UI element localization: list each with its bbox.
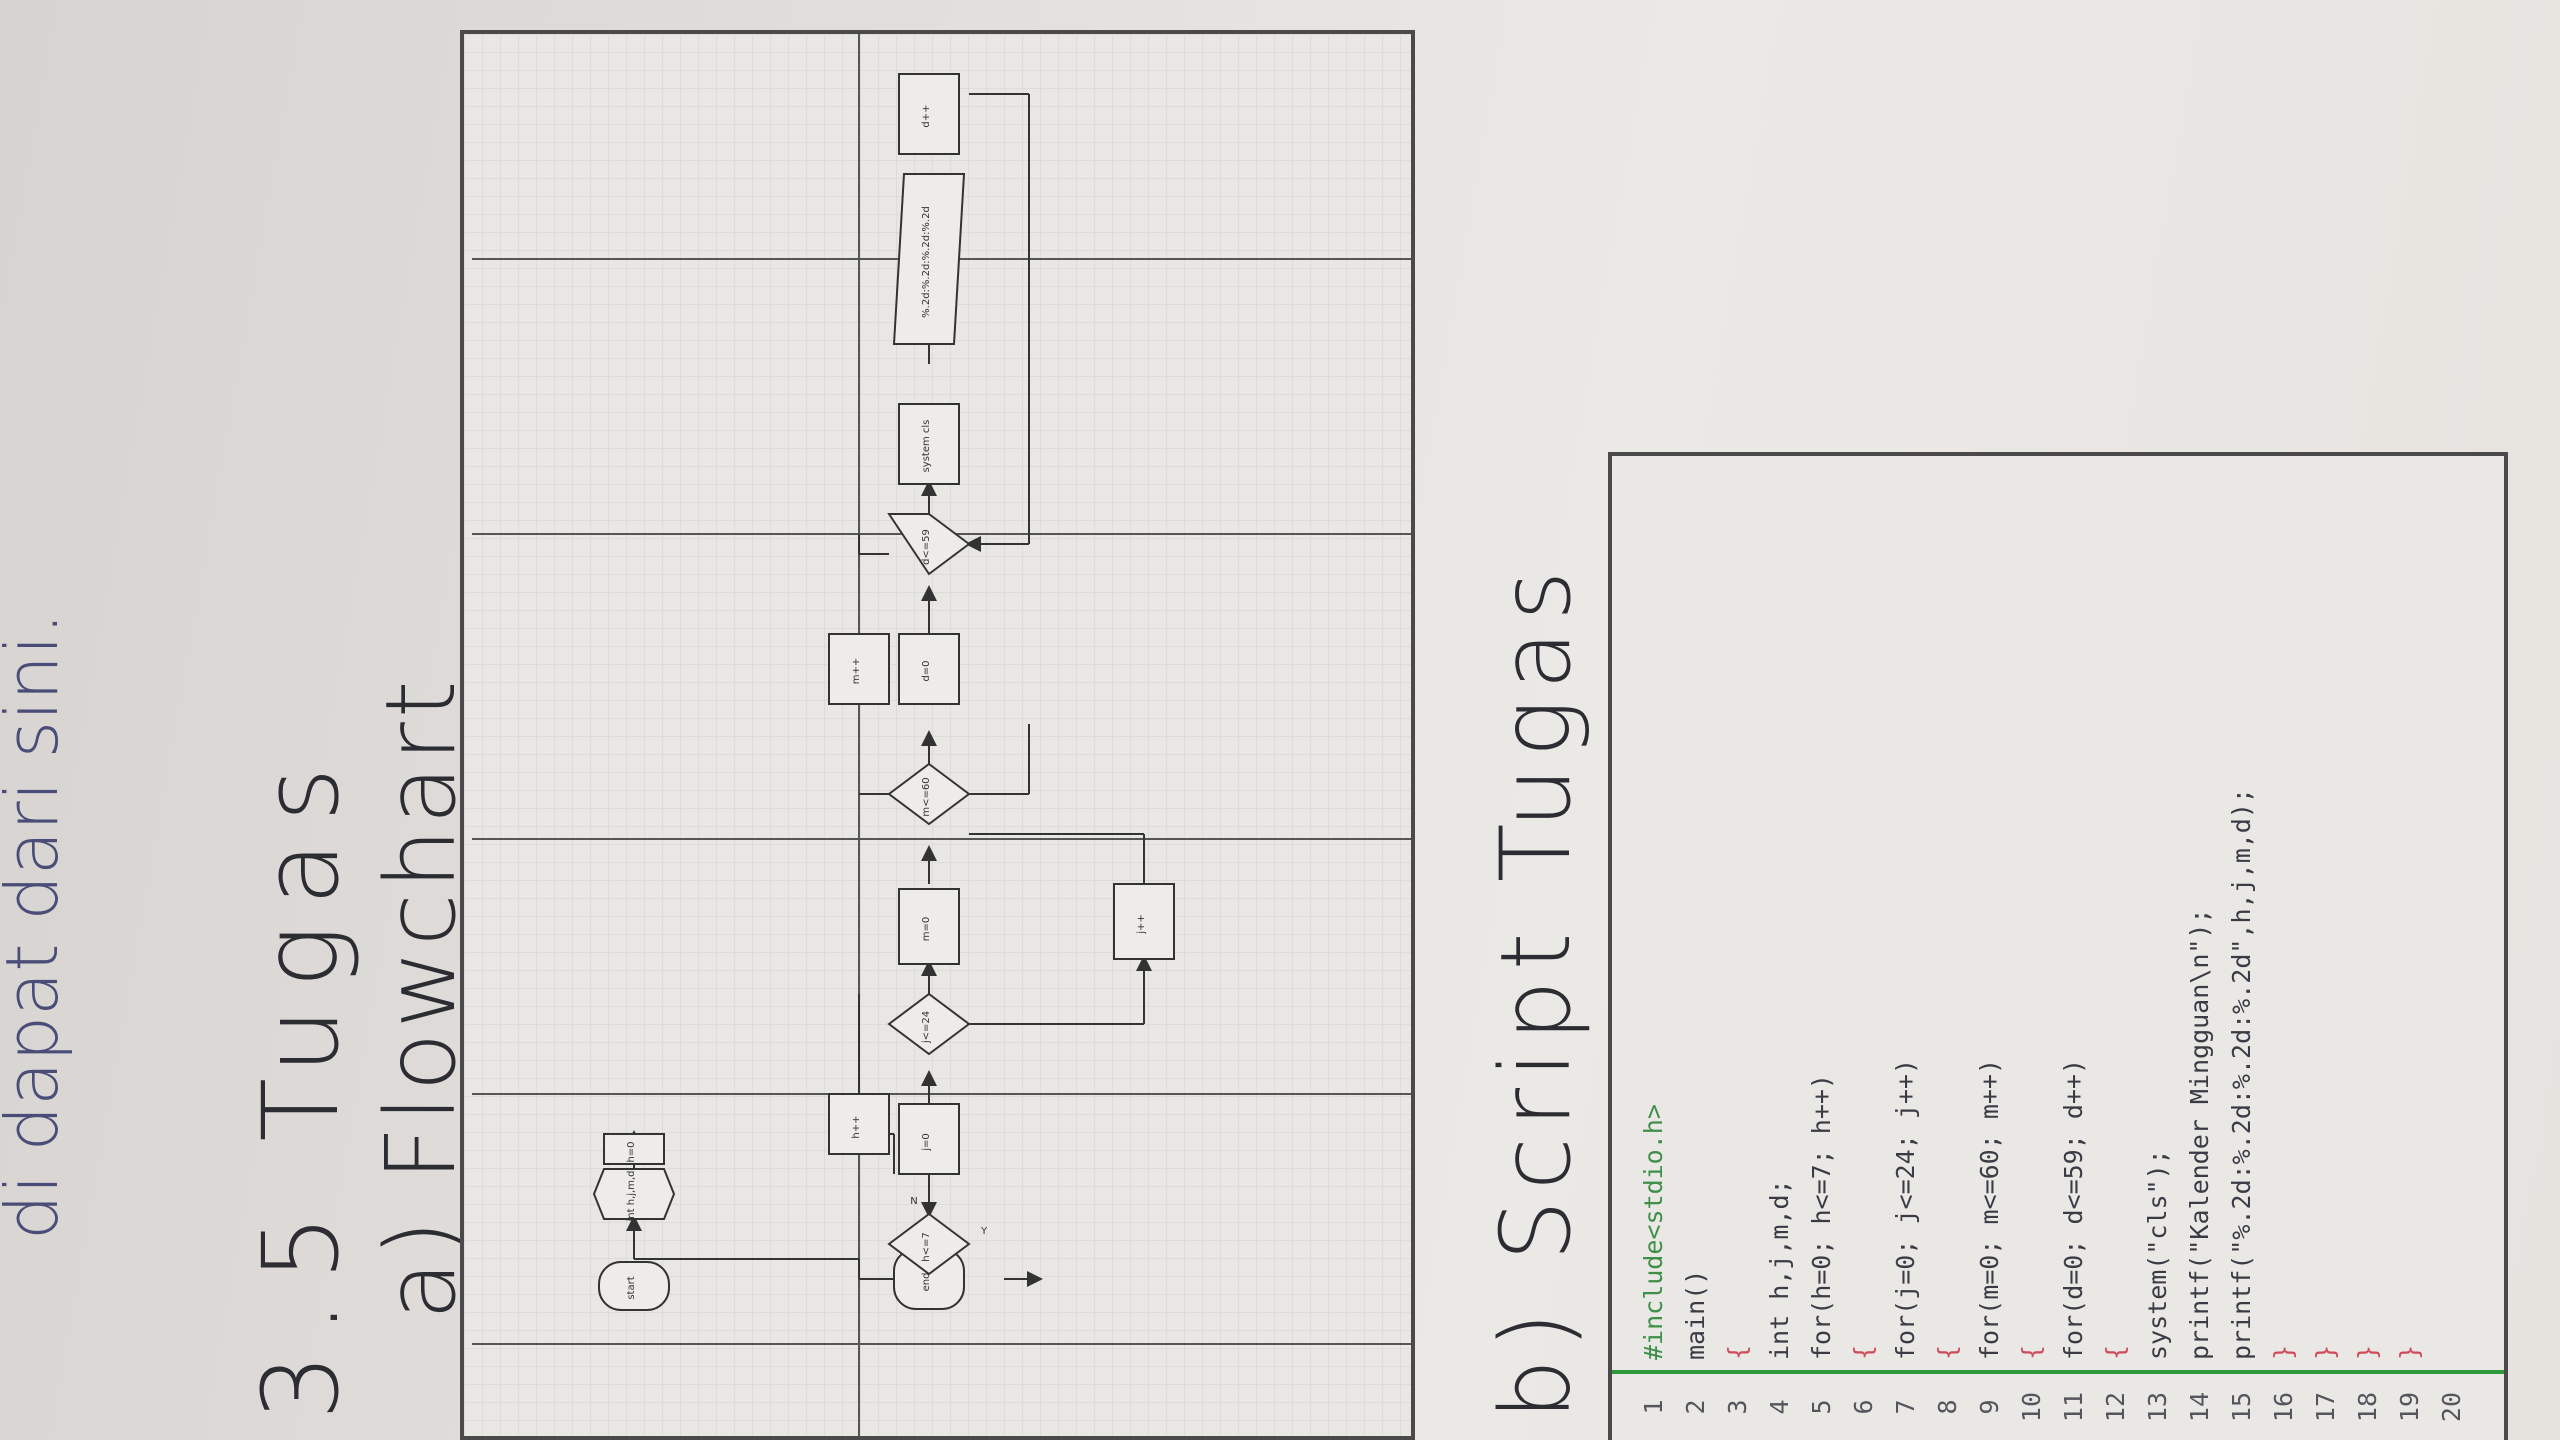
code-line: 10 { xyxy=(2010,456,2052,1440)
code-text: system("cls"); xyxy=(2142,1149,2172,1360)
previous-handwritten-line: di dapat dari sini. xyxy=(0,612,74,1240)
line-number: 1 xyxy=(1638,1399,1668,1415)
code-text: for(m=0; m<=60; m++) xyxy=(1974,1058,2004,1360)
line-number: 16 xyxy=(2268,1391,2298,1423)
flow-label-j-inc: j++ xyxy=(1136,914,1147,935)
line-number: 7 xyxy=(1890,1399,1920,1415)
line-number: 9 xyxy=(1974,1399,2004,1415)
flow-label-d-inc: d++ xyxy=(921,104,932,127)
code-line: 8{ xyxy=(1926,456,1968,1440)
code-text: main() xyxy=(1680,1269,1710,1360)
flow-label-h-init: h=0 xyxy=(626,1141,637,1162)
line-number: 17 xyxy=(2310,1391,2340,1423)
code-text: { xyxy=(1932,1344,1962,1360)
flow-label-cls: system cls xyxy=(921,420,932,473)
code-line: 9 for(m=0; m<=60; m++) xyxy=(1968,456,2010,1440)
code-line: 1 #include<stdio.h> xyxy=(1632,456,1674,1440)
line-number: 5 xyxy=(1806,1399,1836,1415)
line-number: 10 xyxy=(2016,1391,2046,1423)
code-text: } xyxy=(2268,1344,2298,1360)
code-line: 14 printf("Kalender Mingguan\n"); xyxy=(2178,456,2220,1440)
code-text: { xyxy=(2016,1344,2046,1360)
flow-edge-yes: Y xyxy=(980,1226,988,1237)
code-line: 2 main() xyxy=(1674,456,1716,1440)
code-line: 20 xyxy=(2430,456,2472,1440)
code-line: 16} xyxy=(2262,456,2304,1440)
code-line: 4 int h,j,m,d; xyxy=(1758,456,1800,1440)
code-text: { xyxy=(1722,1344,1752,1360)
line-number: 15 xyxy=(2226,1391,2256,1423)
flow-label-j-init: j=0 xyxy=(921,1133,932,1152)
line-number: 20 xyxy=(2436,1391,2466,1423)
code-line: 13 system("cls"); xyxy=(2136,456,2178,1440)
code-text: { xyxy=(2100,1344,2130,1360)
code-text: #include<stdio.h> xyxy=(1638,1104,1668,1360)
code-line: 18} xyxy=(2346,456,2388,1440)
line-number: 19 xyxy=(2394,1391,2424,1423)
code-line: 17} xyxy=(2304,456,2346,1440)
code-text: for(h=0; h<=7; h++) xyxy=(1806,1074,1836,1360)
flow-label-j-cond: j<=24 xyxy=(921,1011,932,1044)
code-line: 19} xyxy=(2388,456,2430,1440)
code-text: { xyxy=(1848,1344,1878,1360)
code-text: for(j=0; j<=24; j++) xyxy=(1890,1058,1920,1360)
line-number: 14 xyxy=(2184,1391,2214,1423)
code-text: for(d=0; d<=59; d++) xyxy=(2058,1058,2088,1360)
code-line: 5 for(h=0; h<=7; h++) xyxy=(1800,456,1842,1440)
flow-label-d-cond: d<=59 xyxy=(921,529,932,565)
line-number: 8 xyxy=(1932,1399,1962,1415)
flow-label-h-cond: h<=7 xyxy=(921,1232,932,1261)
flow-label-declare: int h,j,m,d xyxy=(626,1171,637,1222)
code-text: } xyxy=(2310,1344,2340,1360)
flow-label-print: %.2d:%.2d:%.2d:%.2d xyxy=(921,206,932,318)
flow-label-m-cond: m<=60 xyxy=(921,777,932,816)
code-text: } xyxy=(2352,1344,2382,1360)
line-number: 12 xyxy=(2100,1391,2130,1423)
code-text: printf("Kalender Mingguan\n"); xyxy=(2184,908,2214,1360)
line-number: 18 xyxy=(2352,1391,2382,1423)
code-line: 7 for(j=0; j<=24; j++) xyxy=(1884,456,1926,1440)
code-text: int h,j,m,d; xyxy=(1764,1179,1794,1360)
code-line: 15 printf("%.2d:%.2d:%.2d:%.2d",h,j,m,d); xyxy=(2220,456,2262,1440)
code-text: printf("%.2d:%.2d:%.2d:%.2d",h,j,m,d); xyxy=(2226,788,2256,1360)
flowchart-diagram: start int h,j,m,d h=0 h<=7 end h++ j=0 j… xyxy=(464,34,1411,1436)
flow-label-m-init: m=0 xyxy=(921,917,932,941)
flow-label-end: end xyxy=(921,1273,932,1292)
line-number: 2 xyxy=(1680,1399,1710,1415)
code-line: 3{ xyxy=(1716,456,1758,1440)
line-number: 13 xyxy=(2142,1391,2172,1423)
line-number: 11 xyxy=(2058,1391,2088,1423)
flow-label-m-inc: m++ xyxy=(851,658,862,685)
line-number: 6 xyxy=(1848,1399,1878,1415)
flow-label-d-init: d=0 xyxy=(921,660,932,681)
code-line: 12 { xyxy=(2094,456,2136,1440)
subheading-script: b) Script Tugas xyxy=(1480,560,1592,1420)
flow-label-start: start xyxy=(626,1276,637,1299)
code-line: 11 for(d=0; d<=59; d++) xyxy=(2052,456,2094,1440)
section-title: 3.5 Tugas xyxy=(240,747,362,1420)
code-text: } xyxy=(2394,1344,2424,1360)
line-number: 3 xyxy=(1722,1399,1752,1415)
code-line: 6{ xyxy=(1842,456,1884,1440)
flow-edge-no: N xyxy=(910,1196,917,1207)
flow-label-h-inc: h++ xyxy=(851,1115,862,1138)
line-number: 4 xyxy=(1764,1399,1794,1415)
flowchart-printout: start int h,j,m,d h=0 h<=7 end h++ j=0 j… xyxy=(460,30,1415,1440)
